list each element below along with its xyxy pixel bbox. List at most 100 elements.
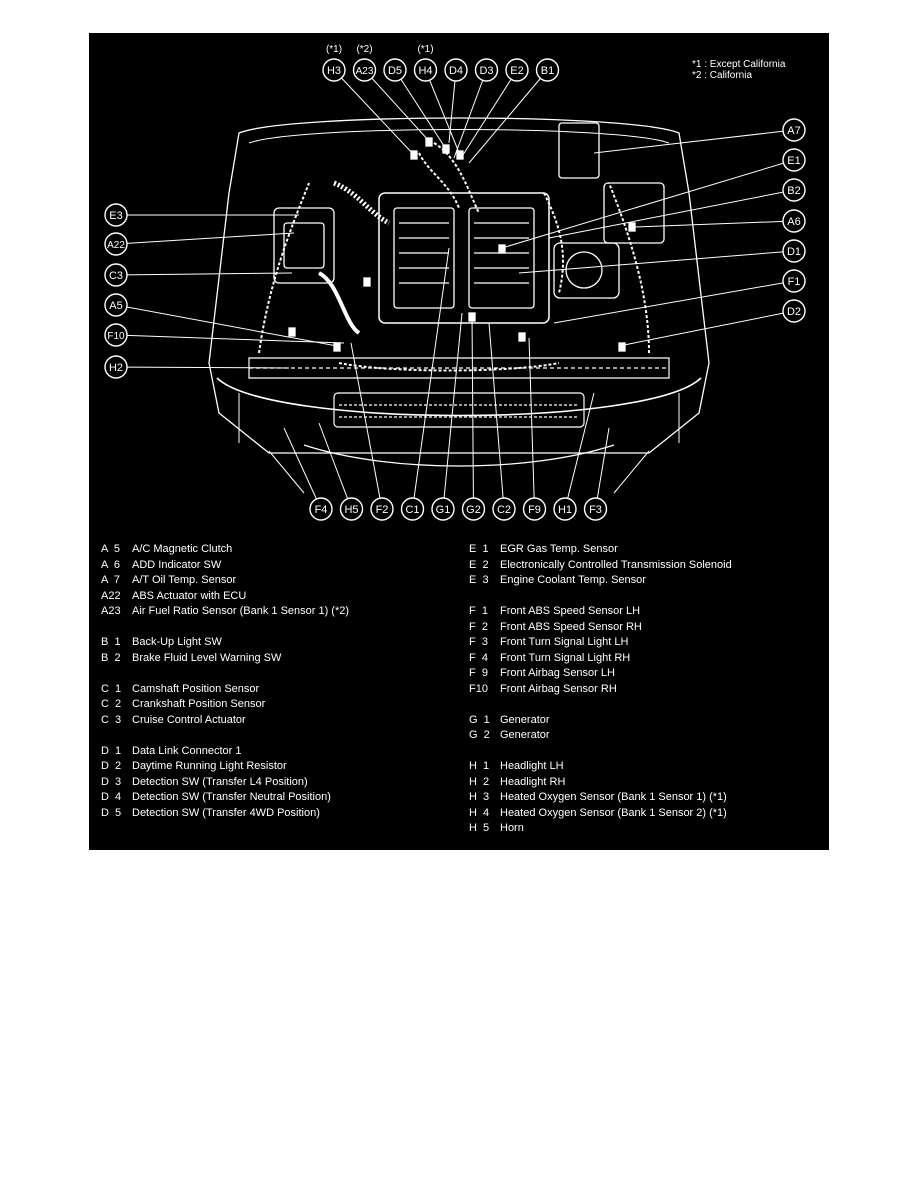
callout-label: C3: [109, 270, 123, 282]
legend-code: G 1: [469, 713, 490, 726]
legend-group-gap: [469, 589, 732, 605]
callout-c1: C1: [400, 497, 425, 521]
callout-circle: [492, 497, 516, 521]
legend-code: C 2: [101, 698, 122, 710]
legend-code: A23: [101, 605, 121, 617]
callout-g2: G2: [461, 497, 486, 521]
legend-label: Crankshaft Position Sensor: [132, 698, 266, 710]
legend-label: Front ABS Speed Sensor RH: [500, 620, 642, 633]
callout-h2: H2: [104, 355, 128, 379]
legend-code: H 2: [469, 775, 490, 788]
legend-code: C 1: [101, 682, 122, 695]
leader-line-e1: [501, 159, 795, 249]
callout-label: H4: [418, 65, 432, 77]
legend-code: B 2: [101, 651, 121, 664]
callout-label: H3: [327, 65, 341, 77]
callout-circle: [782, 178, 806, 202]
callout-circle: [104, 323, 128, 347]
legend-label: ABS Actuator with ECU: [132, 589, 247, 602]
legend-code: D 2: [101, 760, 122, 772]
leader-line-a5: [115, 304, 338, 347]
callout-label: D4: [449, 65, 463, 77]
legend-label: ADD Indicator SW: [132, 558, 222, 571]
callout-f10: F10: [104, 323, 128, 347]
legend-label: Back-Up Light SW: [132, 636, 222, 648]
legend-code: H 3: [469, 791, 490, 803]
leader-line-h5: [318, 422, 352, 510]
callout-circle: [431, 497, 455, 521]
legend-item-a-6: A 6 ADD Indicator SW: [101, 558, 349, 574]
note-except-california: *1 : Except California: [692, 59, 786, 70]
legend-code: A 5: [101, 543, 120, 555]
leader-line-c1: [412, 247, 450, 510]
legend-label: Front Airbag Sensor LH: [500, 667, 615, 679]
callout-label: B1: [541, 65, 554, 77]
legend-label: Camshaft Position Sensor: [132, 682, 260, 695]
callout-label: G1: [436, 504, 451, 516]
callout-circle: [352, 58, 377, 82]
notes: *1 : Except California *2 : California: [692, 59, 785, 81]
legend-code: F10: [469, 682, 488, 695]
callout-b1: B1: [535, 58, 560, 82]
legend-item-d-2: D 2 Daytime Running Light Resistor: [101, 759, 349, 775]
callout-f1: F1: [782, 269, 806, 293]
legend-code: E 1: [469, 543, 489, 555]
legend-code: D 1: [101, 744, 122, 757]
leader-line-d2: [623, 310, 795, 346]
legend-label: Engine Coolant Temp. Sensor: [500, 574, 646, 586]
callout-circle: [104, 203, 128, 227]
callout-h1: H1: [553, 497, 577, 521]
leader-line-a6: [633, 220, 795, 228]
callout-d5: D5: [383, 58, 407, 82]
legend-label: Electronically Controlled Transmission S…: [500, 558, 732, 571]
leader-line-e2: [460, 69, 518, 159]
callout-label: D2: [787, 306, 801, 318]
callout-f9: F9: [522, 497, 547, 521]
leader-line-d5: [394, 69, 447, 150]
leader-line-f1: [553, 280, 795, 324]
legend-label: Detection SW (Transfer 4WD Position): [132, 806, 320, 819]
callout-d2: D2: [782, 299, 806, 323]
callout-a22: A22: [104, 232, 128, 256]
legend-label: Front Turn Signal Light RH: [500, 651, 631, 664]
callout-label: H2: [109, 362, 123, 374]
callout-label: G2: [466, 504, 481, 516]
leader-line-h4: [425, 69, 461, 156]
legend-label: Daytime Running Light Resistor: [132, 760, 287, 772]
callout-h3: H3: [322, 58, 346, 82]
callout-circle: [370, 497, 394, 521]
callout-circle: [339, 497, 364, 521]
legend-label: Data Link Connector 1: [132, 744, 242, 757]
callout-circle: [400, 497, 425, 521]
callout-circle: [535, 58, 560, 82]
callout-label: E1: [787, 155, 800, 167]
callout-label: F2: [376, 504, 389, 516]
callout-e3: E3: [104, 203, 128, 227]
leader-line-f10: [115, 334, 345, 344]
callout-label: H1: [558, 504, 572, 516]
leader-line-f9: [528, 337, 535, 510]
callout-circle: [505, 58, 529, 82]
callout-circle: [309, 497, 333, 521]
callout-label: A6: [787, 216, 800, 228]
qualifier-a23: (*2): [356, 44, 372, 55]
callout-circle: [782, 209, 806, 233]
callout-a6: A6: [782, 209, 806, 233]
legend-code: A 6: [101, 558, 120, 571]
callout-h5: H5: [339, 497, 364, 521]
legend-code: E 3: [469, 574, 489, 586]
callout-h4: H4: [413, 58, 438, 82]
note-california: *2 : California: [692, 70, 753, 81]
